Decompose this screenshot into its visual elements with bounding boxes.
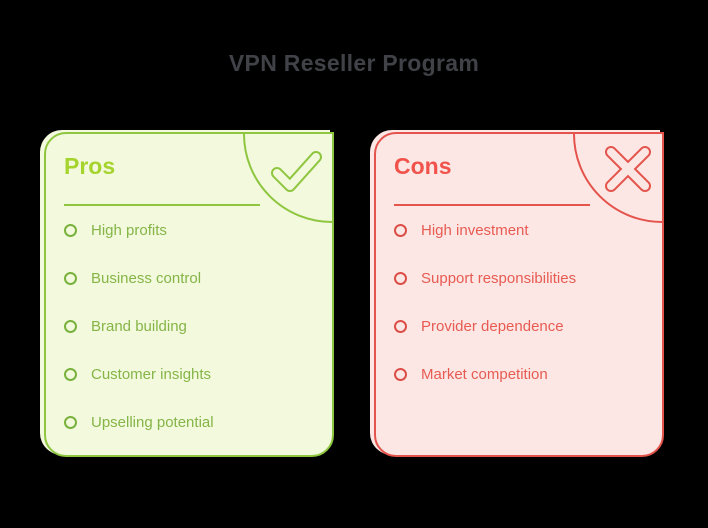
list-item-label: High profits xyxy=(91,221,167,239)
circle-bullet-icon xyxy=(394,271,407,285)
list-item: Provider dependence xyxy=(394,302,650,350)
list-item-label: High investment xyxy=(421,221,529,239)
list-item: Brand building xyxy=(64,302,320,350)
list-item: High profits xyxy=(64,206,320,254)
list-item-label: Provider dependence xyxy=(421,317,564,335)
cons-card: Cons High investment Support responsibil… xyxy=(374,132,664,457)
circle-bullet-icon xyxy=(64,223,77,237)
list-item-label: Customer insights xyxy=(91,365,212,383)
circle-bullet-icon xyxy=(64,319,77,333)
cons-list: High investment Support responsibilities… xyxy=(394,206,650,398)
list-item-label: Market competition xyxy=(421,365,548,383)
pros-list: High profits Business control Brand buil… xyxy=(64,206,320,446)
circle-bullet-icon xyxy=(394,319,407,333)
pros-card: Pros High profits Business control Brand… xyxy=(44,132,334,457)
circle-bullet-icon xyxy=(64,415,77,429)
pros-card-label: Pros xyxy=(64,153,116,179)
list-item-label: Upselling potential xyxy=(91,413,214,431)
list-item-label: Business control xyxy=(91,269,202,287)
cons-card-label: Cons xyxy=(394,153,452,179)
page-title: VPN Reseller Program xyxy=(228,50,480,76)
circle-bullet-icon xyxy=(64,367,77,381)
pros-header-underline xyxy=(64,204,260,206)
list-item: High investment xyxy=(394,206,650,254)
list-item: Market competition xyxy=(394,350,650,398)
list-item: Upselling potential xyxy=(64,398,320,446)
list-item: Support responsibilities xyxy=(394,254,650,302)
circle-bullet-icon xyxy=(394,223,407,237)
list-item: Customer insights xyxy=(64,350,320,398)
list-item-label: Brand building xyxy=(91,317,187,335)
circle-bullet-icon xyxy=(64,271,77,285)
list-item-label: Support responsibilities xyxy=(421,269,577,287)
list-item: Business control xyxy=(64,254,320,302)
circle-bullet-icon xyxy=(394,367,407,381)
cons-header-underline xyxy=(394,204,590,206)
